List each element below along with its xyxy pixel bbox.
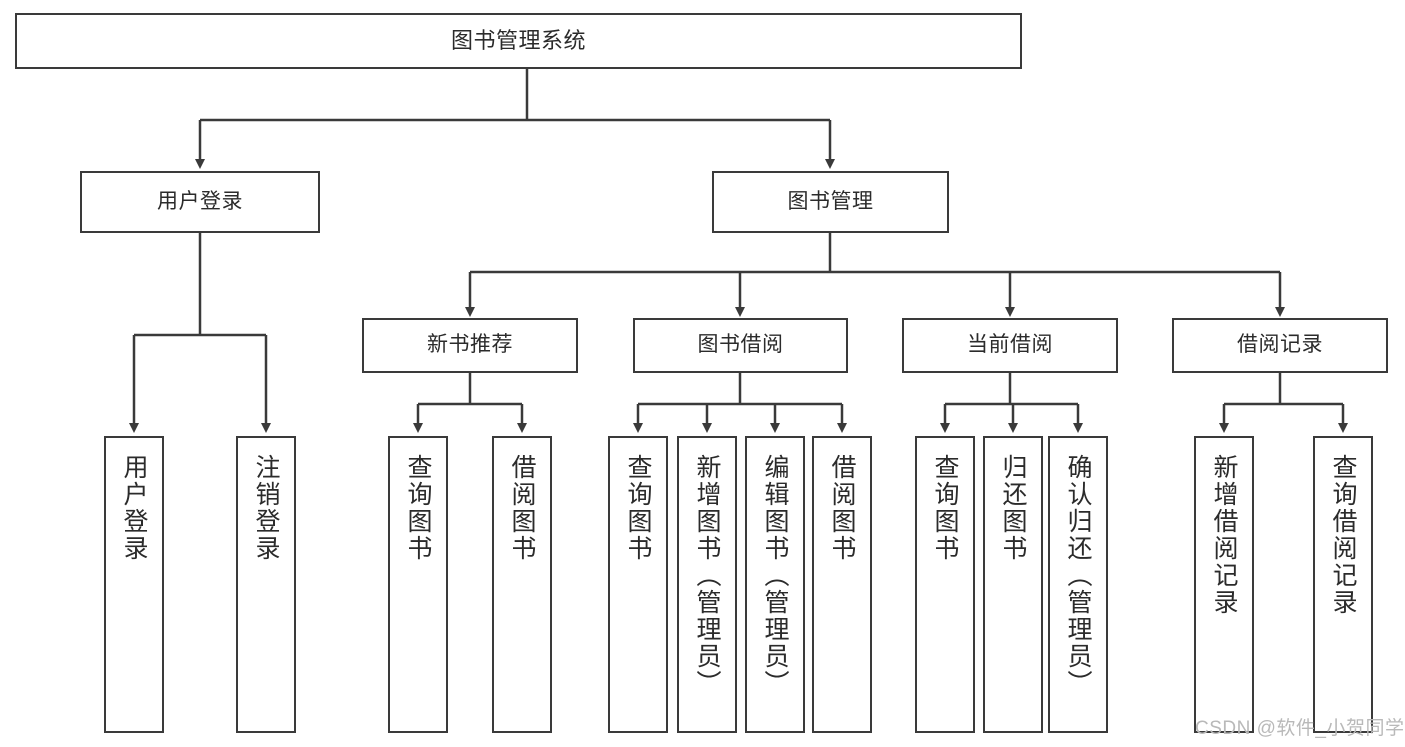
node-label: 查询图书 <box>404 454 432 562</box>
leaf-record-query-record[interactable]: 查询借阅记录 <box>1313 436 1373 733</box>
node-label: 借阅图书 <box>828 454 856 562</box>
node-label: 图书借阅 <box>697 333 784 357</box>
node-label: 图书管理系统 <box>450 28 586 54</box>
node-label: 查询图书 <box>931 454 959 562</box>
node-book-borrow[interactable]: 图书借阅 <box>633 318 848 373</box>
node-label: 查询图书 <box>624 454 652 562</box>
csdn-watermark: CSDN @软件_小贺同学 <box>1195 718 1405 739</box>
node-label: 当前借阅 <box>967 333 1053 357</box>
node-label: 新书推荐 <box>427 333 513 357</box>
node-label: 借阅图书 <box>508 454 536 562</box>
leaf-borrow-query-book[interactable]: 查询图书 <box>608 436 668 733</box>
node-label: 归还图书 <box>999 454 1027 562</box>
node-label: 注销登录 <box>252 454 280 562</box>
leaf-recommend-query-book[interactable]: 查询图书 <box>388 436 448 733</box>
leaf-current-confirm-return[interactable]: 确认归还（管理员） <box>1048 436 1108 733</box>
leaf-current-query-book[interactable]: 查询图书 <box>915 436 975 733</box>
node-label: 图书管理 <box>787 189 874 213</box>
leaf-record-add-record[interactable]: 新增借阅记录 <box>1194 436 1254 733</box>
leaf-borrow-add-book[interactable]: 新增图书（管理员） <box>677 436 737 733</box>
node-label: 新增借阅记录 <box>1210 454 1238 616</box>
leaf-current-return-book[interactable]: 归还图书 <box>983 436 1043 733</box>
node-new-book-recommend[interactable]: 新书推荐 <box>362 318 578 373</box>
node-label: 借阅记录 <box>1237 333 1323 357</box>
leaf-user-login-signin[interactable]: 用户登录 <box>104 436 164 733</box>
node-root-system[interactable]: 图书管理系统 <box>15 13 1022 69</box>
node-borrow-record[interactable]: 借阅记录 <box>1172 318 1388 373</box>
node-user-login[interactable]: 用户登录 <box>80 171 320 233</box>
leaf-borrow-edit-book[interactable]: 编辑图书（管理员） <box>745 436 805 733</box>
leaf-recommend-borrow-book[interactable]: 借阅图书 <box>492 436 552 733</box>
node-label: 用户登录 <box>120 454 148 562</box>
leaf-borrow-borrow-book[interactable]: 借阅图书 <box>812 436 872 733</box>
node-label: 用户登录 <box>157 189 243 213</box>
node-current-borrow[interactable]: 当前借阅 <box>902 318 1118 373</box>
node-label: 编辑图书（管理员） <box>761 454 789 697</box>
node-label: 查询借阅记录 <box>1329 454 1357 616</box>
leaf-user-login-signout[interactable]: 注销登录 <box>236 436 296 733</box>
node-label: 新增图书（管理员） <box>693 454 721 697</box>
node-book-management[interactable]: 图书管理 <box>712 171 949 233</box>
node-label: 确认归还（管理员） <box>1064 454 1092 697</box>
